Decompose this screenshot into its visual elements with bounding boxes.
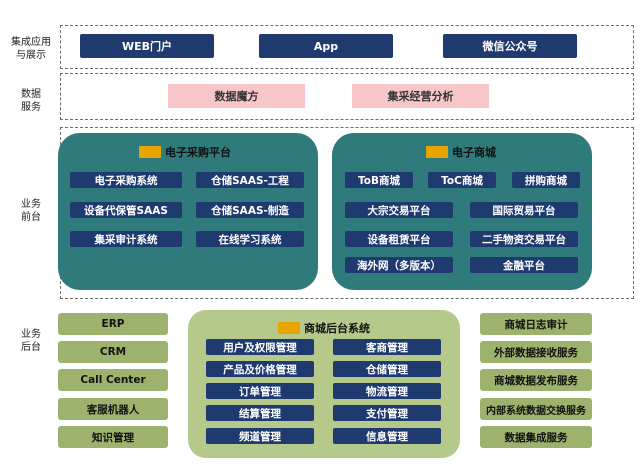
ecommerce-item: 设备租赁平台: [345, 231, 453, 247]
ecommerce-item: 海外网（多版本）: [345, 257, 453, 273]
back-left-item: CRM: [58, 341, 168, 363]
marker-icon: [426, 146, 448, 158]
procurement-item: 电子采购系统: [70, 172, 182, 188]
back-left-item: 知识管理: [58, 426, 168, 448]
data-service-layer-frame: [60, 73, 634, 120]
ecommerce-header: 电子商城: [426, 144, 496, 160]
mall-backend-item: 用户及权限管理: [206, 339, 314, 355]
back-right-item: 商城日志审计: [480, 313, 592, 335]
mall-backend-item: 订单管理: [206, 383, 314, 399]
ecommerce-item: ToB商城: [345, 172, 413, 188]
layer-label-business-front: 业务 前台: [21, 199, 41, 223]
procurement-analysis-box: 集采经营分析: [352, 84, 489, 108]
procurement-item: 集采审计系统: [70, 231, 182, 247]
layer-label-integration: 集成应用 与展示: [11, 37, 51, 61]
ecommerce-title: 电子商城: [452, 146, 496, 159]
back-right-item: 数据集成服务: [480, 426, 592, 448]
back-left-item: Call Center: [58, 369, 168, 391]
mall-backend-item: 结算管理: [206, 405, 314, 421]
back-right-item: 外部数据接收服务: [480, 341, 592, 363]
back-left-item: ERP: [58, 313, 168, 335]
procurement-item: 设备代保管SAAS: [70, 202, 182, 218]
procurement-item: 仓储SAAS-制造: [196, 202, 304, 218]
ecommerce-item: 金融平台: [470, 257, 578, 273]
marker-icon: [139, 146, 161, 158]
mall-backend-item: 客商管理: [333, 339, 441, 355]
data-cube-box: 数据魔方: [168, 84, 305, 108]
layer-label-data-services: 数据 服务: [21, 89, 41, 113]
mall-backend-item: 信息管理: [333, 428, 441, 444]
ecommerce-item: 大宗交易平台: [345, 202, 453, 218]
ecommerce-item: 拼购商城: [512, 172, 580, 188]
marker-icon: [278, 322, 300, 334]
procurement-item: 仓储SAAS-工程: [196, 172, 304, 188]
ecommerce-item: 二手物资交易平台: [470, 231, 578, 247]
back-right-item: 内部系统数据交换服务: [480, 398, 592, 420]
mall-backend-item: 支付管理: [333, 405, 441, 421]
procurement-item: 在线学习系统: [196, 231, 304, 247]
ecommerce-item: ToC商城: [428, 172, 496, 188]
mall-backend-item: 物流管理: [333, 383, 441, 399]
mall-backend-item: 仓储管理: [333, 361, 441, 377]
layer-label-business-back: 业务 后台: [21, 329, 41, 353]
mall-backend-title: 商城后台系统: [304, 322, 370, 335]
procurement-platform-header: 电子采购平台: [139, 144, 231, 160]
procurement-platform-title: 电子采购平台: [165, 146, 231, 159]
web-portal-box: WEB门户: [80, 34, 214, 58]
mall-backend-header: 商城后台系统: [278, 320, 370, 336]
ecommerce-item: 国际贸易平台: [470, 202, 578, 218]
mall-backend-item: 产品及价格管理: [206, 361, 314, 377]
integration-layer-frame: [60, 25, 634, 69]
mall-backend-item: 频道管理: [206, 428, 314, 444]
back-left-item: 客服机器人: [58, 398, 168, 420]
back-right-item: 商城数据发布服务: [480, 369, 592, 391]
app-box: App: [259, 34, 393, 58]
wechat-account-box: 微信公众号: [443, 34, 577, 58]
